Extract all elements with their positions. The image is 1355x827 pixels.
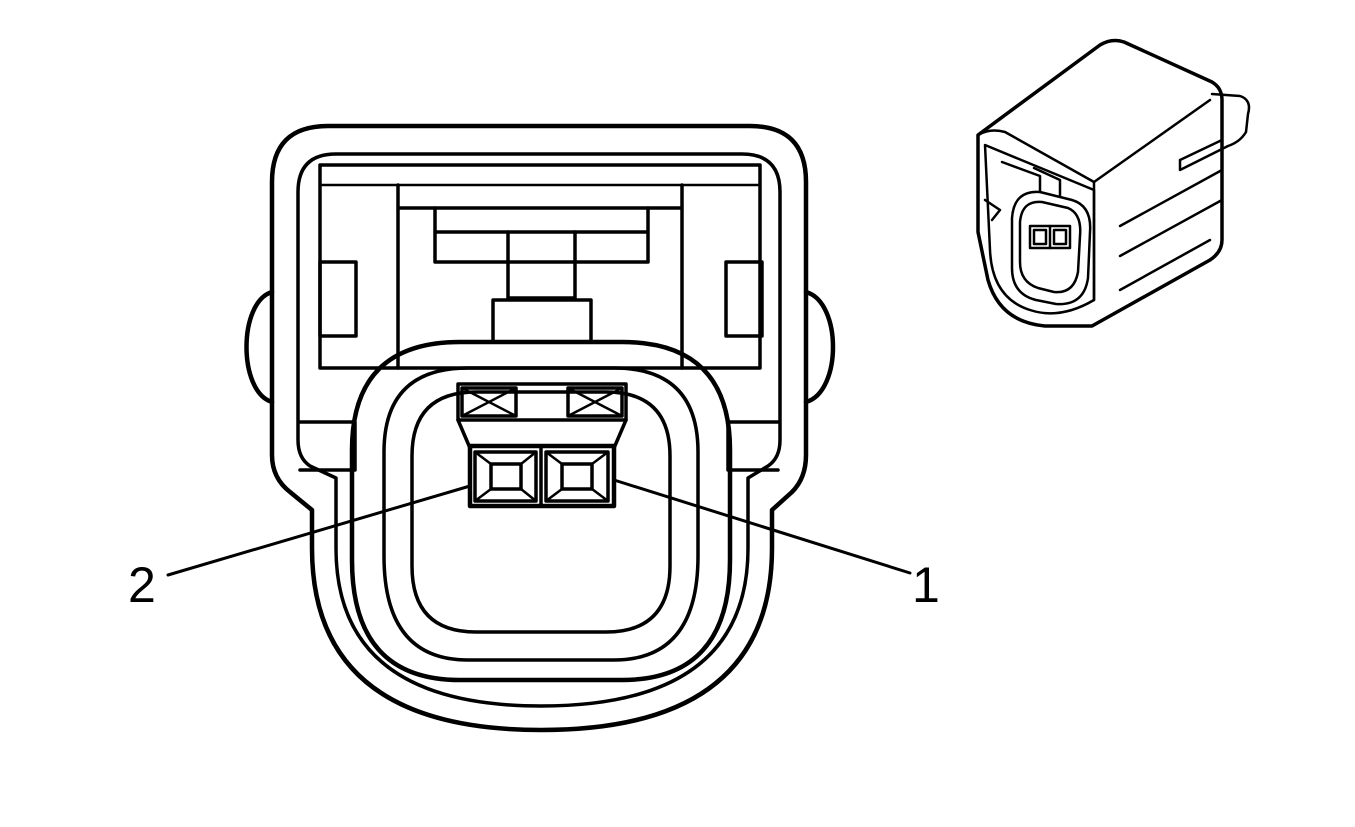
left-ear [244,289,275,405]
latch-stem [506,230,577,300]
shroud-inner [410,390,672,634]
right-window [724,260,764,338]
inner-housing [296,152,782,708]
leader-pin-2 [166,484,472,577]
tpa-cross-left [460,386,518,418]
iso-side-rails [1118,92,1251,292]
iso-latch [1000,160,1062,198]
iso-body [976,38,1224,328]
connector-isometric-view [976,38,1251,328]
shroud-outer [349,339,733,683]
pin-1-cavity [544,450,610,503]
pin-2-cavity [473,450,538,503]
left-window [318,260,358,338]
tpa-cross-right [566,386,624,418]
connector-face-view [166,123,912,733]
right-ear [803,289,836,405]
latch-frame [396,183,684,370]
tpa-insert [456,382,628,450]
leader-pin-1 [612,478,912,575]
terminal-block [467,443,617,509]
shroud-middle [382,366,700,662]
outer-housing [269,123,809,733]
latch-cavity [318,163,762,370]
iso-shroud [1010,190,1092,306]
callout-pin-2: 2 [128,557,156,613]
latch-tab [491,298,593,344]
callout-pin-1: 1 [912,557,940,613]
iso-front-face [983,143,1096,315]
latch-bar [433,206,650,264]
